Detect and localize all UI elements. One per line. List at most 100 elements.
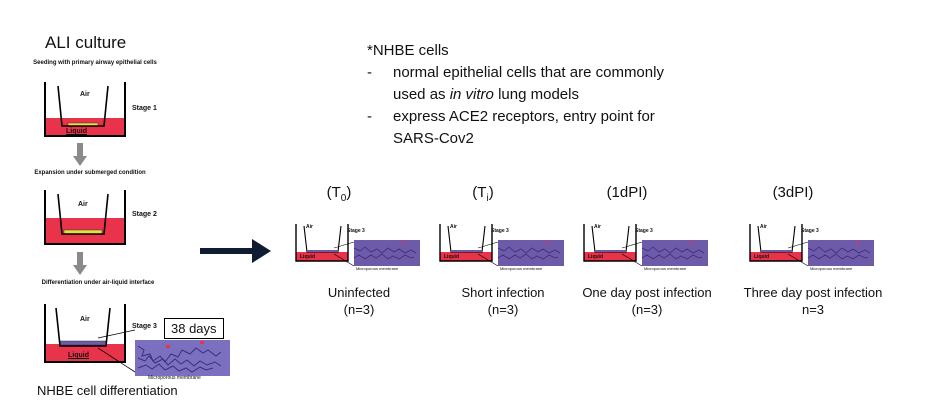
cell-texture bbox=[497, 253, 559, 260]
note-text: used as bbox=[393, 86, 450, 103]
zoom-line bbox=[787, 253, 809, 267]
cell-layer bbox=[59, 340, 107, 346]
well-walls bbox=[44, 304, 126, 363]
ali-culture-title: ALI culture bbox=[45, 33, 127, 52]
differentiation-label: Differentiation under air-liquid interfa… bbox=[41, 280, 155, 286]
zoom-line bbox=[333, 241, 355, 249]
note-text: normal epithelial cells that are commonl… bbox=[393, 64, 664, 81]
mini-liquid-label: Liquid bbox=[588, 254, 603, 260]
mini-air-label: Air bbox=[594, 224, 601, 230]
insert-walls bbox=[57, 85, 109, 127]
note-bullet-1-cont: used as in vitro lung models bbox=[367, 84, 747, 106]
timepoint-label: (3dPI) bbox=[738, 184, 848, 201]
mini-well-schematic bbox=[295, 224, 420, 267]
timepoint-label: (Ti) bbox=[428, 184, 538, 204]
down-arrow-icon bbox=[73, 143, 87, 166]
mini-well-schematic bbox=[439, 224, 564, 267]
well-stage-2 bbox=[44, 190, 126, 245]
timepoint-label: (T0) bbox=[284, 184, 394, 204]
mini-stage-label: Stage 3 bbox=[491, 228, 509, 234]
mini-stage-label: Stage 3 bbox=[635, 228, 653, 234]
condition-label: Uninfected(n=3) bbox=[274, 284, 444, 318]
cell-histology bbox=[498, 240, 564, 266]
cell-texture bbox=[497, 246, 561, 254]
bullet-dash: - bbox=[367, 108, 372, 125]
notes-heading: *NHBE cells bbox=[367, 42, 449, 59]
cell-texture bbox=[641, 253, 703, 260]
condition-text: Three day post infection bbox=[743, 285, 883, 300]
note-text: SARS-Cov2 bbox=[393, 130, 474, 147]
timepoint-label-end: ) bbox=[346, 184, 352, 201]
cell-histology bbox=[354, 240, 420, 266]
infection-mark bbox=[690, 242, 693, 244]
mini-air-label: Air bbox=[306, 224, 313, 230]
well-walls bbox=[749, 224, 803, 262]
condition-text: Short infection bbox=[461, 285, 545, 300]
cell-histology bbox=[135, 340, 230, 376]
timepoint-label-main: (T bbox=[326, 184, 341, 201]
timepoint-label-end: ) bbox=[488, 184, 494, 201]
cell-layer bbox=[307, 250, 338, 252]
mini-well-schematic bbox=[749, 224, 874, 267]
timepoint-label-sub: i bbox=[486, 193, 489, 204]
cell-texture bbox=[353, 253, 415, 260]
well-walls bbox=[439, 224, 493, 262]
note-italic: in vitro bbox=[449, 86, 494, 103]
right-arrow-icon bbox=[200, 239, 271, 263]
stage-3-label: Stage 3 bbox=[132, 323, 157, 330]
mini-membrane-label: Microporous membrane bbox=[810, 266, 853, 271]
infection-mark bbox=[856, 242, 859, 244]
note-text: express ACE2 receptors, entry point for bbox=[393, 108, 655, 125]
condition-label: One day post infection(n=3) bbox=[562, 284, 732, 318]
mini-liquid-label: Liquid bbox=[754, 254, 769, 260]
mini-membrane-label: Microporous membrane bbox=[644, 266, 687, 271]
mini-liquid-label: Liquid bbox=[444, 254, 459, 260]
seeding-label: Seeding with primary airway epithelial c… bbox=[33, 60, 157, 66]
air-label-3: Air bbox=[80, 316, 90, 323]
cell-histology bbox=[642, 240, 708, 266]
well-stage-1 bbox=[44, 82, 126, 137]
down-arrow-icon bbox=[73, 252, 87, 275]
liquid-fill bbox=[750, 252, 802, 261]
timepoint-label-sub: 0 bbox=[340, 193, 347, 204]
cell-layer bbox=[451, 250, 482, 252]
mini-stage-label: Stage 3 bbox=[347, 228, 365, 234]
timepoint-label-main: (T bbox=[472, 184, 487, 201]
note-text: lung models bbox=[493, 86, 579, 103]
mini-stage-label: Stage 3 bbox=[801, 228, 819, 234]
liquid-fill bbox=[296, 252, 348, 261]
timepoint-label: (1dPI) bbox=[572, 184, 682, 201]
zoom-line bbox=[621, 241, 643, 249]
liquid-label-3: Liquid bbox=[68, 352, 89, 359]
cell-texture bbox=[353, 246, 417, 254]
timepoint-label-main: (3dPI) bbox=[772, 184, 814, 201]
cell-texture bbox=[641, 246, 705, 254]
membrane-label: Microporous membrane bbox=[148, 375, 201, 381]
zoom-line bbox=[787, 241, 809, 249]
liquid-fill bbox=[584, 252, 636, 261]
stage-2-label: Stage 2 bbox=[132, 211, 157, 218]
note-bullet-2-cont: SARS-Cov2 bbox=[367, 128, 747, 150]
zoom-line bbox=[333, 253, 355, 267]
liquid-fill bbox=[440, 252, 492, 261]
stage-1-label: Stage 1 bbox=[132, 105, 157, 112]
left-caption: NHBE cell differentiation bbox=[37, 383, 178, 398]
note-bullet-2: - express ACE2 receptors, entry point fo… bbox=[367, 106, 747, 128]
bullet-dash: - bbox=[367, 64, 372, 81]
cell-texture bbox=[807, 253, 869, 260]
air-label-2: Air bbox=[78, 201, 88, 208]
well-walls bbox=[583, 224, 637, 262]
condition-text: Uninfected bbox=[327, 285, 391, 300]
cell-layer bbox=[595, 250, 626, 252]
mini-liquid-label: Liquid bbox=[300, 254, 315, 260]
mini-well-schematic bbox=[583, 224, 708, 267]
expansion-label: Expansion under submerged condition bbox=[34, 170, 146, 176]
condition-text: One day post infection bbox=[582, 285, 712, 300]
insert-walls bbox=[57, 193, 109, 235]
note-bullet-1: - normal epithelial cells that are commo… bbox=[367, 62, 747, 84]
nhbe-notes: *NHBE cells - normal epithelial cells th… bbox=[367, 40, 747, 150]
